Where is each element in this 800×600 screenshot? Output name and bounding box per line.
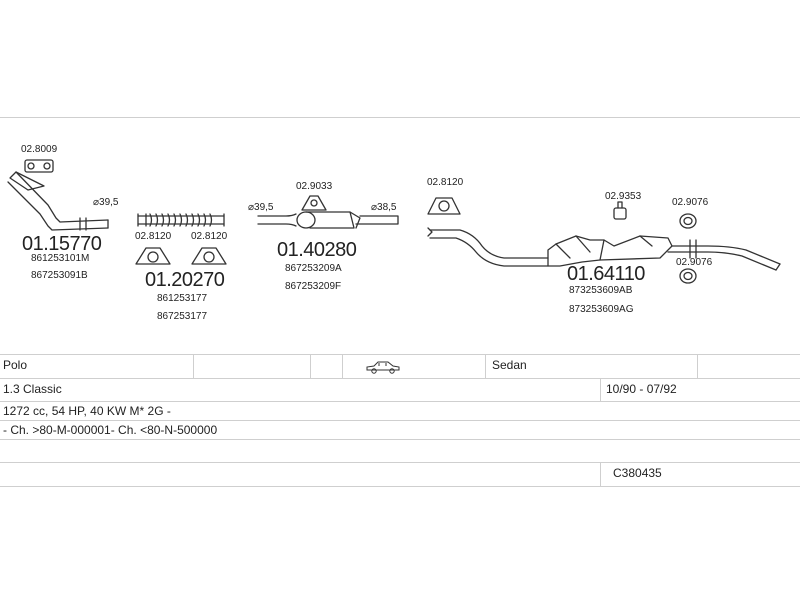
middle-muffler-part-number: 01.40280 [277,239,357,261]
front-pipe-part-number: 01.15770 [22,233,102,255]
car-sedan-icon [366,361,400,374]
gasket-icon [191,247,227,265]
table-rule [0,401,800,402]
chassis-cell: - Ch. >80-M-000001- Ch. <80-N-500000 [3,423,218,437]
rubber-mount-icon [613,201,627,220]
ring-part-number: 02.9076 [672,197,709,208]
bracket-icon [301,195,327,211]
table-rule [0,378,800,379]
table-rule [0,462,800,463]
diameter-label: ⌀38,5 [371,202,397,213]
mount-part-number: 02.9353 [605,191,642,202]
gasket-part-number: 02.8120 [427,177,464,188]
table-col-rule [342,355,343,378]
table-rule [0,420,800,421]
clamp-icon [24,159,54,173]
table-col-rule [697,355,698,378]
table-col-rule [310,355,311,378]
flex-pipe-part-number: 01.20270 [145,269,225,291]
catalog-number-cell: C380435 [613,466,662,480]
exhaust-diagram [7,159,781,284]
middle-muffler-oe-number-2: 867253209F [285,281,342,292]
gasket-icon [135,247,171,265]
rear-muffler-oe-number-2: 873253609AG [569,304,634,315]
table-rule [0,486,800,487]
bracket-part-number: 02.9033 [296,181,333,192]
diameter-label: ⌀39,5 [93,197,119,208]
diameter-label: ⌀39,5 [248,202,274,213]
middle-muffler-icon [257,211,399,229]
rear-muffler-oe-number-1: 873253609AB [569,285,633,296]
front-pipe-oe-number-1: 861253101M [31,253,90,264]
middle-muffler-oe-number-1: 867253209A [285,263,342,274]
gasket-icon [427,197,461,215]
rear-muffler-part-number: 01.64110 [567,263,645,285]
clamp-part-number: 02.8009 [21,144,58,155]
front-pipe-icon [7,171,109,231]
flex-pipe-oe-number-1: 861253177 [157,293,208,304]
table-col-rule [193,355,194,378]
table-rule [0,354,800,355]
specs-cell: 1272 cc, 54 HP, 40 KW M* 2G - [3,404,171,418]
gasket-part-number: 02.8120 [191,231,228,242]
rubber-ring-icon [679,268,697,284]
front-pipe-oe-number-2: 867253091B [31,270,88,281]
flex-pipe-icon [137,213,225,227]
table-rule [0,439,800,440]
ring-part-number: 02.9076 [676,257,713,268]
top-divider [0,117,800,118]
years-cell: 10/90 - 07/92 [606,382,677,396]
body-type-cell: Sedan [492,358,527,372]
flex-pipe-oe-number-2: 867253177 [157,311,208,322]
table-col-rule [600,463,601,486]
table-col-rule [600,379,601,401]
engine-cell: 1.3 Classic [3,382,62,396]
rubber-ring-icon [679,213,697,229]
table-col-rule [485,355,486,378]
rear-muffler-icon [427,227,781,271]
model-cell: Polo [3,358,28,372]
gasket-part-number: 02.8120 [135,231,172,242]
